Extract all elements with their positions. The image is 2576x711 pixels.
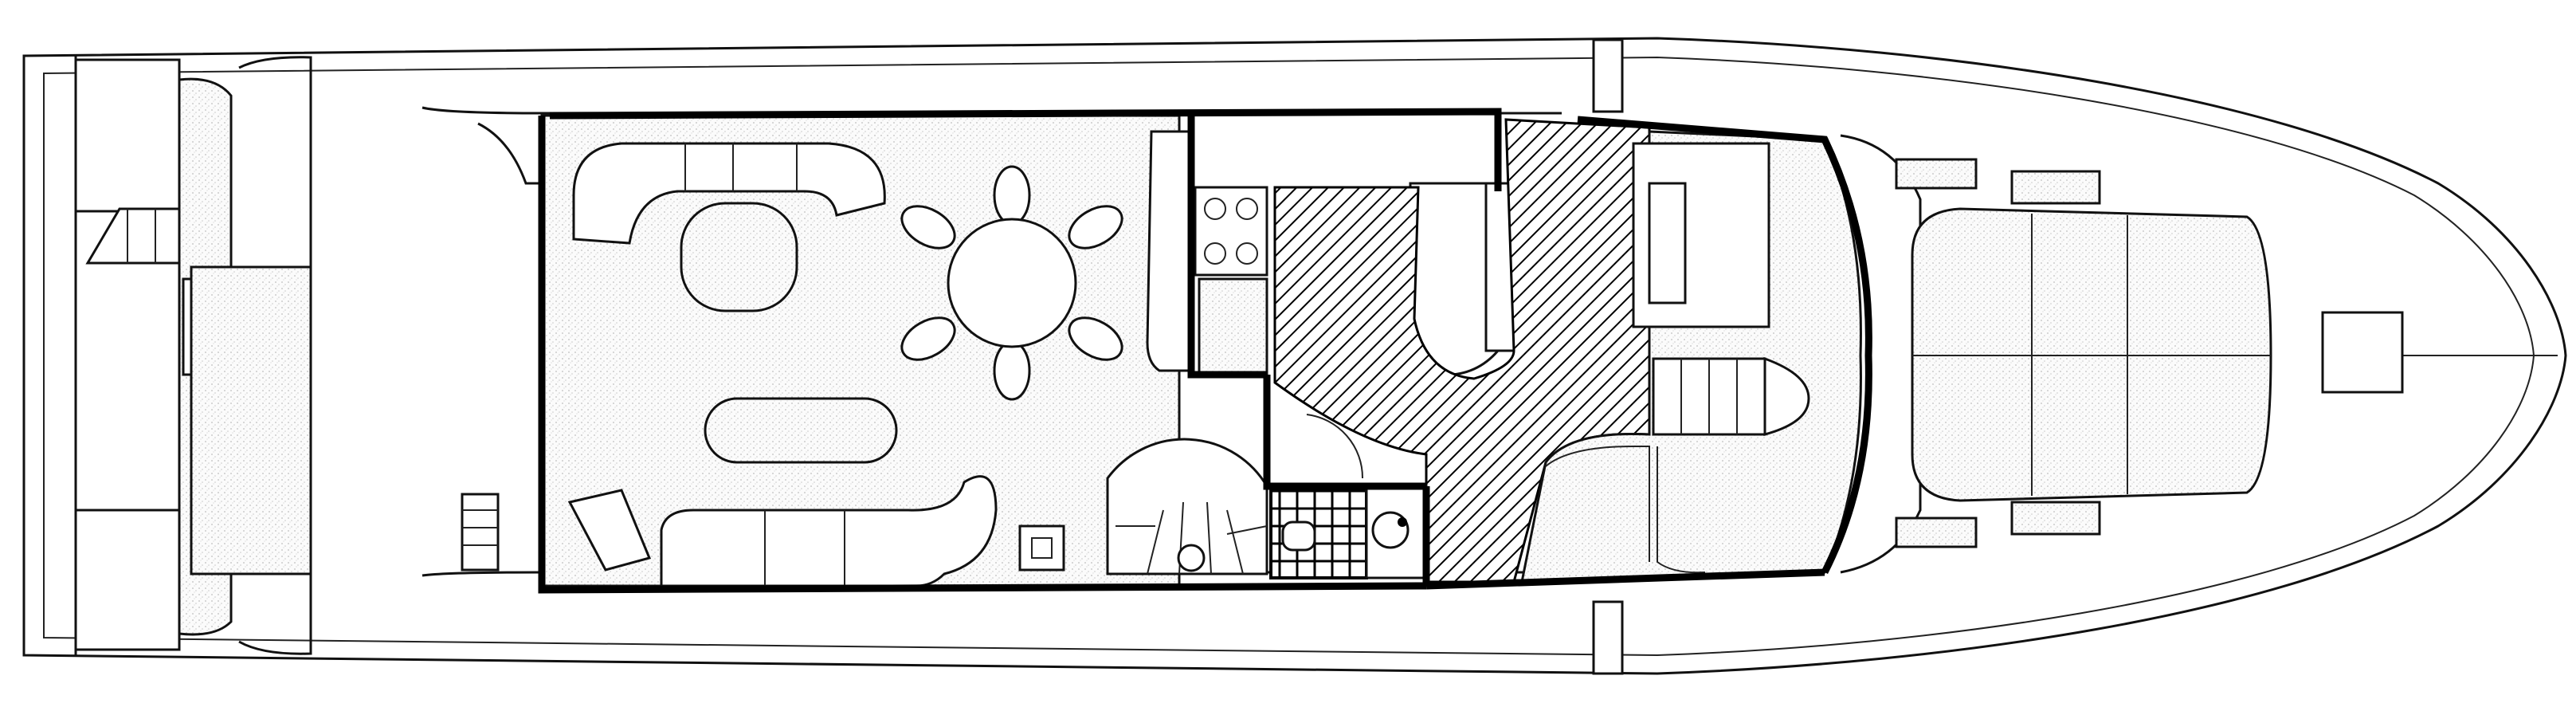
sofa-upper bbox=[572, 142, 886, 245]
pilothouse bbox=[1520, 130, 1862, 583]
sofa-lower bbox=[660, 475, 998, 587]
helm-console bbox=[1648, 182, 1687, 304]
spiral-stair bbox=[1106, 438, 1268, 575]
aft-locker-bottom bbox=[74, 509, 181, 651]
salon bbox=[540, 114, 1181, 587]
corner-table bbox=[567, 489, 652, 572]
ottoman bbox=[1018, 524, 1065, 572]
bow-hatch bbox=[2321, 311, 2404, 394]
head bbox=[1269, 485, 1428, 579]
side-boarding-steps bbox=[461, 493, 500, 572]
foredeck-cushion-2 bbox=[2010, 170, 2101, 205]
stanchion-top bbox=[1592, 38, 1624, 113]
dining-table bbox=[900, 165, 1123, 401]
galley bbox=[1146, 118, 1651, 583]
foredeck-cushion-3 bbox=[1895, 517, 1978, 548]
pilothouse-floor bbox=[1520, 130, 1862, 583]
stanchion-bottom bbox=[1592, 600, 1624, 675]
oven bbox=[1198, 277, 1268, 376]
coffee-table-upper bbox=[680, 202, 798, 312]
aft-stair bbox=[85, 207, 185, 265]
aft-cockpit-mat bbox=[190, 265, 312, 575]
toilet bbox=[1281, 520, 1316, 552]
galley-counter-left bbox=[1146, 130, 1193, 372]
foredeck bbox=[1840, 134, 2272, 574]
coffee-table-lower bbox=[704, 397, 898, 464]
foredeck-cushion-4 bbox=[2010, 501, 2101, 536]
bulkheads bbox=[538, 108, 1872, 594]
foredeck-cushion-1 bbox=[1895, 158, 1978, 190]
cooktop bbox=[1194, 186, 1268, 277]
aft-deck bbox=[74, 56, 312, 655]
aft-locker-top bbox=[74, 58, 181, 213]
side-decks bbox=[421, 38, 1624, 675]
hull bbox=[22, 37, 2567, 675]
